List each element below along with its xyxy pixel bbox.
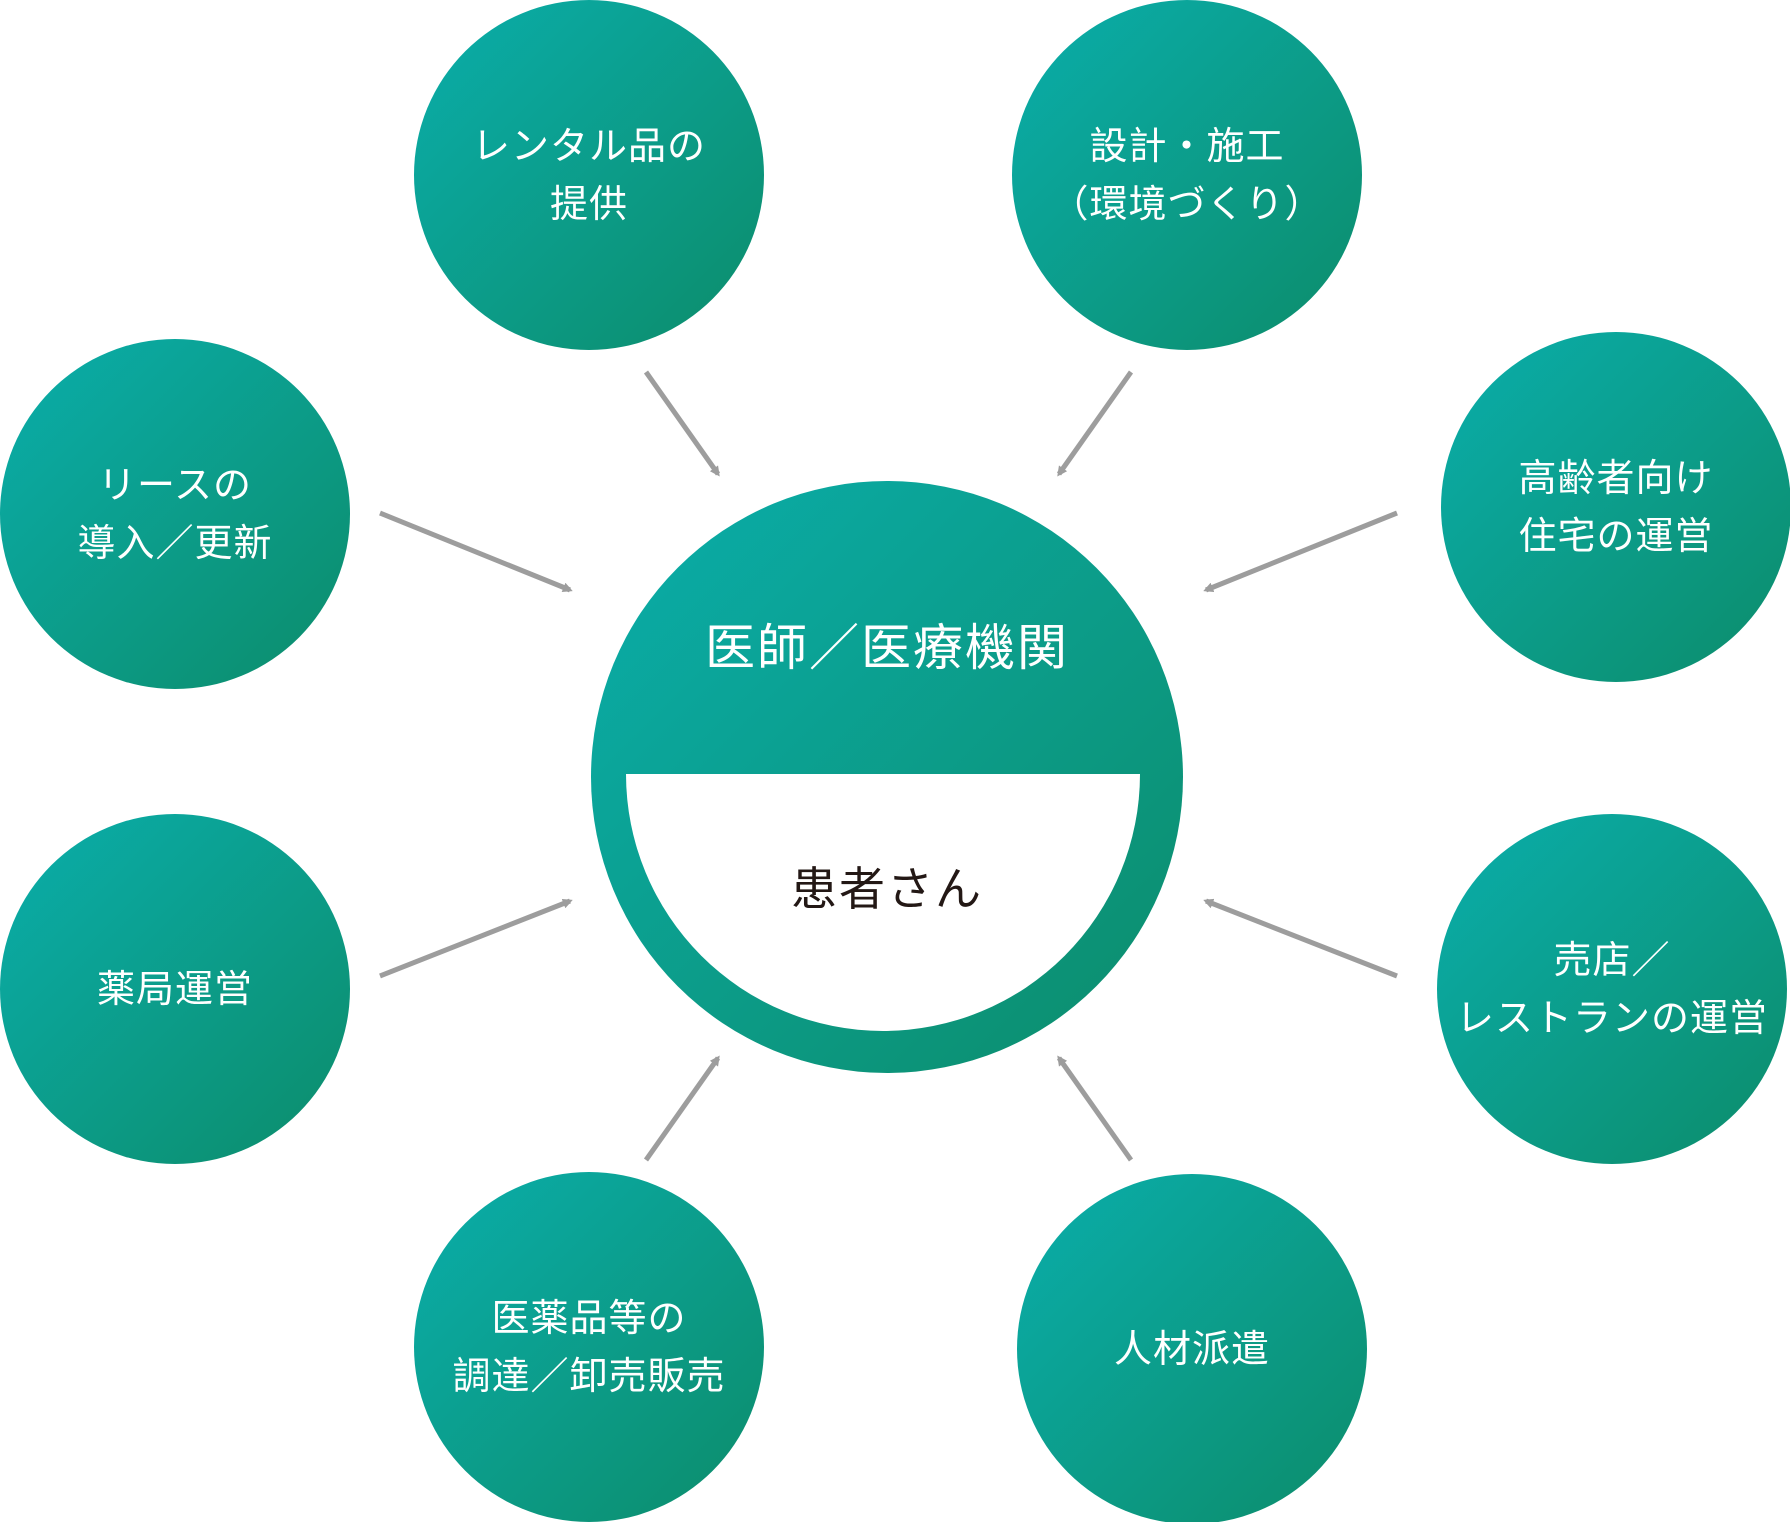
service-circle-pharmacy [0,814,350,1164]
arrow-pharma [643,1055,721,1162]
service-label-housing-line-1: 高齢者向け [1518,456,1713,500]
center-hub: 医師／医療機関 患者さん [591,481,1183,1073]
arrow-design [1056,370,1134,477]
arrow-rental [643,370,721,477]
service-label-shop-line-2: レストランの運営 [1456,996,1768,1040]
service-label-rental-line-1: レンタル品の [472,124,706,168]
service-circle-lease [0,339,350,689]
service-circle-housing [1441,332,1790,682]
service-circle-rental [414,0,764,350]
service-label-lease-line-2: 導入／更新 [77,521,272,565]
arrow-housing [1203,510,1398,593]
service-node-shop: 売店／ レストランの運営 [1437,814,1787,1164]
service-label-pharma-line-1: 医薬品等の [491,1296,686,1340]
center-title: 医師／医療機関 [705,619,1069,677]
service-label-housing-line-2: 住宅の運営 [1518,514,1713,558]
service-label-lease-line-1: リースの [98,463,252,507]
center-subtitle: 患者さん [791,862,983,916]
service-circle-shop [1437,814,1787,1164]
service-label-rental-line-2: 提供 [550,182,628,226]
arrow-shop [1203,898,1398,979]
arrow-staffing [1056,1055,1134,1162]
arrows-layer [379,370,1398,1162]
service-label-pharma-line-2: 調達／卸売販売 [452,1354,725,1398]
service-circle-design [1012,0,1362,350]
service-node-design: 設計・施工 （環境づくり） [1012,0,1362,350]
arrow-pharmacy [379,898,573,979]
service-circle-pharma [414,1172,764,1522]
service-node-pharmacy: 薬局運営 [0,814,350,1164]
service-label-staffing-line-1: 人材派遣 [1114,1327,1270,1371]
service-label-shop-line-1: 売店／ [1553,938,1670,982]
arrow-lease [379,510,573,593]
service-label-design-line-2: （環境づくり） [1050,182,1323,226]
service-label-design-line-1: 設計・施工 [1089,124,1284,168]
service-node-staffing: 人材派遣 [1017,1174,1367,1522]
service-label-pharmacy-line-1: 薬局運営 [97,967,253,1011]
service-circle-staffing [1017,1174,1367,1522]
center-patient-area [626,774,1140,1031]
